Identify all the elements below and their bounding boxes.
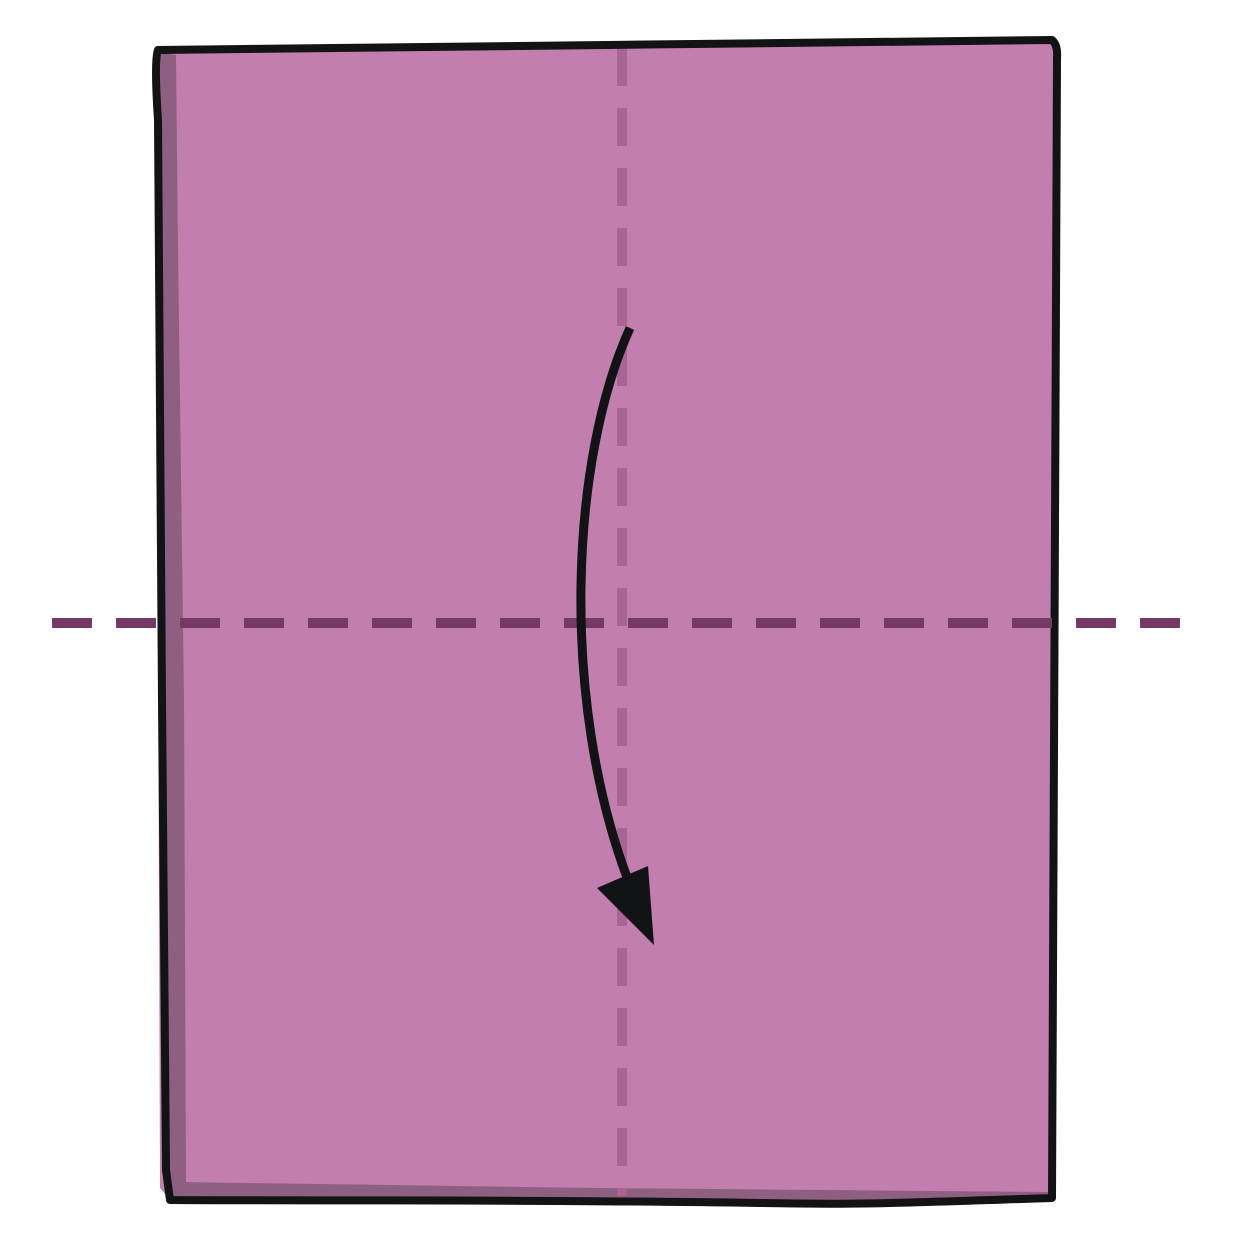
fold-arrow — [576, 326, 654, 945]
arrow-head-icon — [597, 866, 654, 945]
paper-sheet — [152, 36, 1062, 1208]
paper-shadow-bottom — [170, 1182, 1050, 1200]
paper-outline — [152, 36, 1062, 1208]
paper-fill — [156, 41, 1058, 1205]
arrow-shaft — [576, 326, 635, 882]
